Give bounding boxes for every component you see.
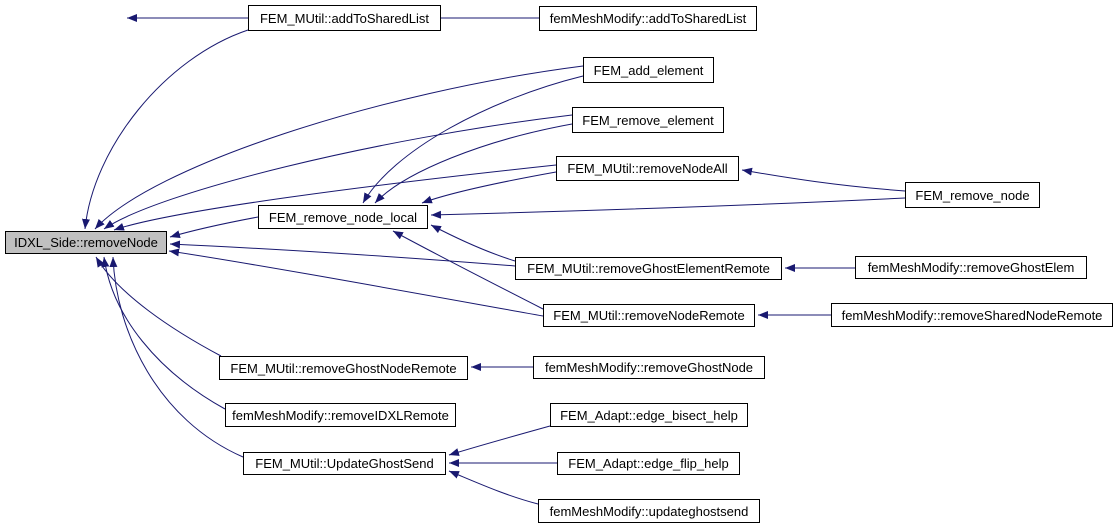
edge-fem-remove-node-to-node-local bbox=[430, 197, 906, 219]
node-adapt-edge-flip-help[interactable]: FEM_Adapt::edge_flip_help bbox=[557, 452, 740, 475]
edge-mutil-removenoderemote-to-node-local bbox=[392, 230, 544, 310]
node-fmm-removeidxlremote[interactable]: femMeshModify::removeIDXLRemote bbox=[225, 403, 456, 427]
edge-mutil-removeghostelementremote-to-idxl bbox=[169, 240, 516, 267]
node-fem-add-element[interactable]: FEM_add_element bbox=[583, 57, 714, 83]
node-mutil-removeghostnoderemote[interactable]: FEM_MUtil::removeGhostNodeRemote bbox=[219, 356, 468, 380]
node-fem-remove-element[interactable]: FEM_remove_element bbox=[572, 107, 724, 133]
edge-mutil-updateghostsend-to-idxl bbox=[109, 256, 244, 458]
edge-mutil-removeghostelementremote-to-node-local bbox=[430, 224, 516, 262]
edge-mutil-removenoderemote-to-idxl bbox=[168, 248, 544, 317]
edge-adapt-edge-bisect-help-to-mutil-updateghostsend bbox=[448, 425, 551, 456]
node-mutil-removenoderemote[interactable]: FEM_MUtil::removeNodeRemote bbox=[543, 304, 755, 327]
edge-fem-remove-element-to-idxl bbox=[103, 114, 573, 230]
node-fmm-removeghostelem[interactable]: femMeshModify::removeGhostElem bbox=[855, 256, 1087, 279]
node-fem-remove-node[interactable]: FEM_remove_node bbox=[905, 182, 1040, 208]
edge-fem-remove-node-to-mutil-removenodeall bbox=[741, 167, 906, 192]
edge-fem-remove-node-local-to-idxl bbox=[169, 216, 259, 239]
edge-fmm-updateghostsend-to-mutil-updateghostsend bbox=[448, 470, 539, 505]
node-fmm-removeghostnode[interactable]: femMeshModify::removeGhostNode bbox=[533, 356, 765, 379]
edge-fem-remove-element-to-node-local bbox=[374, 123, 573, 204]
node-mutil-removenodeall[interactable]: FEM_MUtil::removeNodeAll bbox=[556, 156, 739, 181]
node-fmm-addtosharedlist[interactable]: femMeshModify::addToSharedList bbox=[539, 6, 757, 31]
node-mutil-removeghostelementremote[interactable]: FEM_MUtil::removeGhostElementRemote bbox=[515, 257, 782, 280]
node-adapt-edge-bisect-help[interactable]: FEM_Adapt::edge_bisect_help bbox=[550, 403, 748, 427]
edge-mutil-removenodeall-to-idxl bbox=[113, 164, 557, 231]
node-idxl-side-removenode[interactable]: IDXL_Side::removeNode bbox=[5, 231, 167, 254]
edge-mutil-removenodeall-to-node-local bbox=[421, 171, 557, 204]
node-mutil-updateghostsend[interactable]: FEM_MUtil::UpdateGhostSend bbox=[243, 452, 446, 475]
node-mutil-addtosharedlist[interactable]: FEM_MUtil::addToSharedList bbox=[248, 5, 441, 31]
edge-mutil-removeghostnoderemote-to-idxl bbox=[95, 256, 222, 357]
edge-fem-add-element-to-idxl bbox=[94, 65, 584, 230]
node-fmm-updateghostsend[interactable]: femMeshModify::updateghostsend bbox=[538, 499, 760, 523]
node-fmm-removesharednoderemote[interactable]: femMeshModify::removeSharedNodeRemote bbox=[831, 303, 1113, 327]
node-fem-remove-node-local[interactable]: FEM_remove_node_local bbox=[258, 205, 428, 229]
edge-fmm-removeidxlremote-to-idxl bbox=[101, 256, 226, 410]
edge-fem-add-element-to-node-local bbox=[362, 75, 584, 204]
edge-mutil-addtosharedlist-to-idxl bbox=[82, 29, 249, 230]
